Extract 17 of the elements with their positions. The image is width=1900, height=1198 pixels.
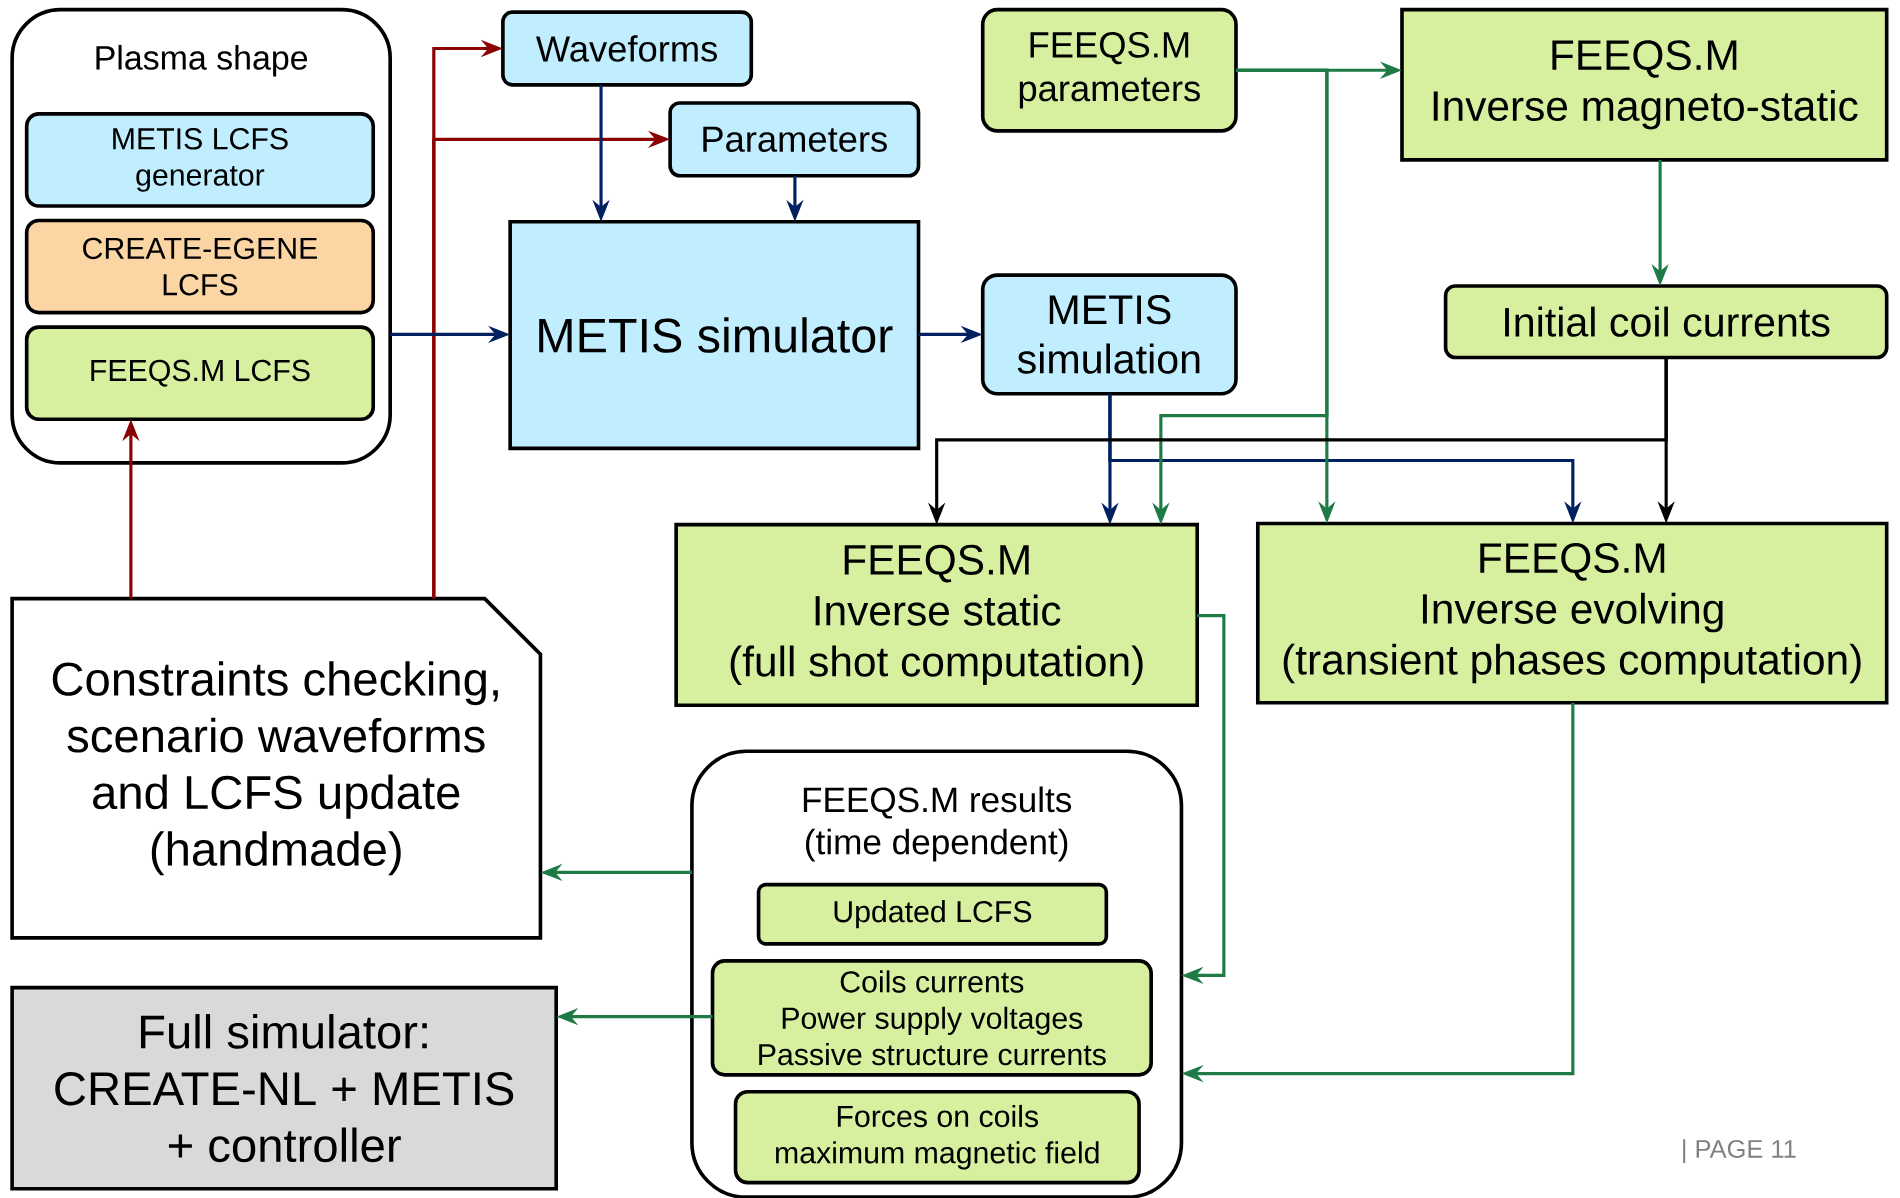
page-number: | PAGE 11	[1683, 1139, 1796, 1163]
process-box: Initial coil currents	[1443, 283, 1889, 360]
process-box: METIS simulator	[508, 219, 921, 450]
process-box: FEEQS.M parameters	[980, 7, 1238, 133]
process-box: Forces on coils maximum magnetic field	[733, 1089, 1141, 1185]
process-box: FEEQS.M LCFS	[24, 325, 376, 421]
process-box: FEEQS.M Inverse evolving (transient phases computation)	[1255, 521, 1889, 705]
process-box: Updated LCFS	[756, 882, 1109, 946]
process-box: FEEQS.M Inverse static (full shot computation)	[674, 522, 1200, 707]
process-box: FEEQS.M Inverse magneto-static	[1400, 7, 1889, 162]
process-box: Full simulator: CREATE-NL + METIS + controller	[10, 985, 559, 1191]
process-box: METIS simulation	[980, 273, 1238, 396]
process-box: Parameters	[668, 101, 921, 178]
process-box: Waveforms	[501, 10, 754, 87]
process-box: METIS LCFS generator	[24, 111, 376, 208]
process-box: Coils currents Power supply voltages Passive structure currents	[710, 958, 1153, 1077]
process-box: CREATE-EGENE LCFS	[24, 218, 376, 315]
